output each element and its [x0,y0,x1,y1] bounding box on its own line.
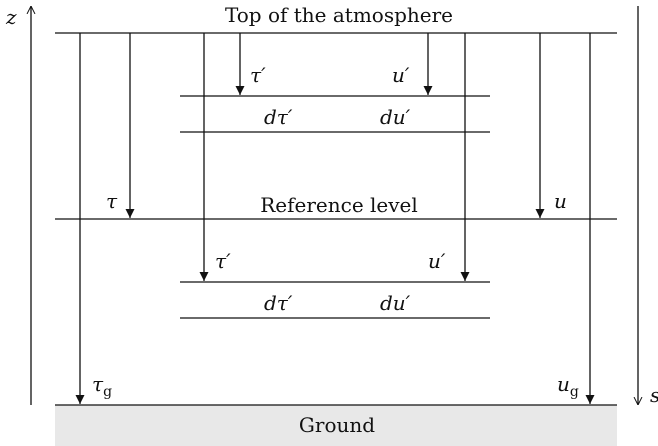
upper-u-prime-label: u′ [392,63,410,87]
tau-g-label: τg [92,372,112,400]
ground-label: Ground [299,413,375,437]
upper-tau-prime-label: τ′ [250,63,266,87]
lower-tau-prime-label: τ′ [215,249,231,273]
ground-band [55,405,617,446]
top-label: Top of the atmosphere [225,3,453,27]
reference-label: Reference level [260,193,418,217]
tau-label: τ [106,189,118,213]
lower-dtau-label: dτ′ [264,291,293,315]
u-label: u [554,189,567,213]
upper-du-label: du′ [380,105,411,129]
z-axis-label: z [5,5,17,29]
lower-u-prime-label: u′ [428,249,446,273]
upper-dtau-label: dτ′ [264,105,293,129]
lower-du-label: du′ [380,291,411,315]
s-axis-label: s [650,383,658,407]
u-g-label: ug [557,372,579,400]
